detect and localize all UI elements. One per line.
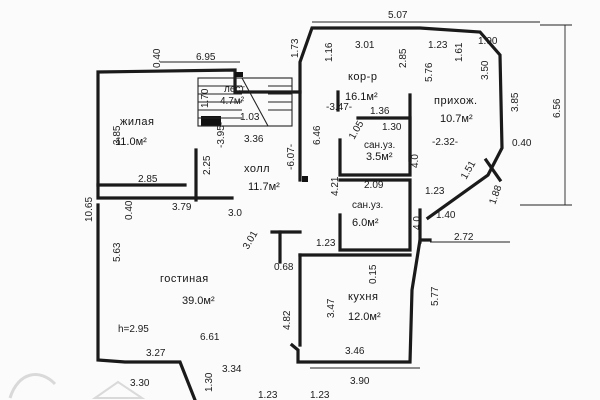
dim-right-total: 6.56 — [552, 98, 563, 118]
room-area-corridor: 16.1м² — [345, 91, 378, 103]
dim-stair-d: 1.03 — [240, 112, 260, 123]
hatch-2 — [235, 72, 243, 77]
dim-e-bay3: 3.50 — [480, 60, 491, 80]
dim-k-right: 5.77 — [430, 286, 441, 306]
dim-top-total: 5.07 — [388, 10, 408, 21]
walls — [96, 26, 504, 400]
room-area-living: 11.0м² — [115, 136, 147, 148]
bath1-walls — [338, 116, 412, 177]
dim-e-left: 5.76 — [424, 62, 435, 82]
dim-diag: 3.01 — [241, 229, 260, 252]
dim-b2-left: 4.21 — [330, 176, 341, 196]
room-name-bath2: сан.уз. — [352, 200, 383, 211]
dim-bl-5: 1.23 — [258, 390, 278, 400]
dim-hall-a: 2.25 — [202, 155, 213, 175]
room-area-bath2: 6.0м² — [352, 217, 379, 229]
stair-diag — [241, 77, 269, 127]
dim-c-width: -3.47- — [326, 102, 352, 113]
dim-k-outer: 3.90 — [350, 376, 370, 387]
dimension-lines — [160, 21, 572, 369]
dim-b2-top: 2.09 — [364, 180, 384, 191]
dim-c-mid: 1.36 — [370, 106, 390, 117]
dim-k-depth: 4.82 — [282, 310, 293, 330]
wall-hatches — [201, 72, 308, 182]
dim-b1-side: 4.0 — [410, 154, 421, 168]
room-name-hall: холл — [244, 163, 270, 175]
house-icon — [8, 373, 146, 399]
dim-b1-top: 1.30 — [382, 122, 402, 133]
room-area-kitchen: 12.0м² — [348, 311, 381, 323]
exterior-wall-left-lower — [96, 203, 197, 400]
watermark-house — [91, 380, 146, 399]
watermark-swirl — [8, 373, 57, 399]
room-name-entrance: прихож. — [434, 95, 478, 107]
dim-bl-6: 1.23 — [310, 390, 330, 400]
dim-bl-1: 3.27 — [146, 348, 166, 359]
dim-c-right: 2.85 — [398, 48, 409, 68]
room-name-kitchen: кухня — [348, 291, 378, 303]
staircase — [197, 77, 293, 127]
height-note: h=2.95 — [118, 324, 149, 335]
bath2-walls — [338, 178, 412, 252]
dim-post: 0.68 — [274, 262, 294, 273]
dim-living-width: 2.85 — [138, 174, 158, 185]
exterior-wall-left — [96, 26, 504, 221]
dim-b1-diag: 1.05 — [347, 119, 366, 142]
dim-e-width: -2.32- — [432, 137, 458, 148]
dim-k-left: 3.47 — [326, 298, 337, 318]
dim-b2-right: 4.0 — [412, 216, 423, 230]
room-area-hall: 11.7м² — [248, 181, 280, 193]
dim-e-bay4: 1.51 — [459, 159, 478, 182]
dim-k-stub: 0.15 — [368, 264, 379, 284]
dim-lounge-side: 5.63 — [112, 242, 123, 262]
dim-c-left: 1.16 — [324, 42, 335, 62]
dim-hall-width: 3.36 — [244, 134, 264, 145]
dim-left-stub: 0.40 — [124, 200, 135, 220]
dim-e-stub2: 1.40 — [436, 210, 456, 221]
dim-k-bottom: 3.46 — [345, 346, 365, 357]
dim-e-top: 1.23 — [428, 40, 448, 51]
dim-e-bay2: 1.61 — [454, 42, 465, 62]
dim-bl-4: 3.34 — [222, 364, 242, 375]
dim-hall-b: -3.95- — [216, 122, 227, 148]
dim-top-left: 6.95 — [196, 52, 216, 63]
dim-stair-w: 1.70 — [200, 88, 211, 108]
room-area-bath1: 3.5м² — [366, 151, 393, 163]
room-labels: жилая 11.0м² лест. 4.7м² холл 11.7м² кор… — [115, 71, 478, 335]
dim-c-top: 3.01 — [355, 40, 375, 51]
dim-e-stub: 0.40 — [512, 138, 532, 149]
dim-e-right: 3.85 — [510, 92, 521, 112]
room-name-living: жилая — [120, 116, 155, 128]
dim-hall-bottom: 3.0 — [228, 208, 242, 219]
dim-b2-bottom: 2.72 — [454, 232, 474, 243]
dim-e-bay5: 1.88 — [487, 184, 504, 206]
room-name-lounge: гостиная — [160, 273, 209, 285]
dim-corner-a: 0.40 — [152, 48, 163, 68]
dim-bl-3: 1.30 — [204, 372, 215, 392]
dim-lounge-width: 6.61 — [200, 332, 220, 343]
room-name-bath1: сан.уз. — [364, 140, 395, 151]
bay-wall — [483, 157, 503, 183]
dim-hall-right: 6.46 — [312, 125, 323, 145]
room-area-entrance: 10.7м² — [440, 113, 473, 125]
hatch-1 — [302, 176, 308, 182]
room-area-stairs: 4.7м² — [220, 96, 245, 107]
dim-e-door: 1.23 — [425, 186, 445, 197]
dimension-labels: 5.07 6.95 0.40 1.73 1.16 3.01 2.85 -3.47… — [84, 10, 563, 400]
exterior-wall-bottom-right — [289, 238, 432, 364]
hatch-3 — [201, 116, 221, 126]
dim-e-bay1: 1.90 — [478, 36, 498, 47]
dim-lounge-top: 3.79 — [172, 202, 192, 213]
room-area-lounge: 39.0м² — [182, 295, 215, 307]
dim-corner-b: 1.73 — [290, 38, 301, 58]
dim-living-side: 3.85 — [112, 125, 123, 145]
dim-k-door: 1.23 — [316, 238, 336, 249]
dim-bl-2: 3.30 — [130, 378, 150, 389]
room-name-stairs: лест. — [224, 84, 247, 95]
dim-left-total: 10.65 — [84, 197, 95, 222]
room-name-corridor: кор-р — [348, 71, 377, 83]
dim-hall-depth: -6.07- — [286, 144, 297, 170]
